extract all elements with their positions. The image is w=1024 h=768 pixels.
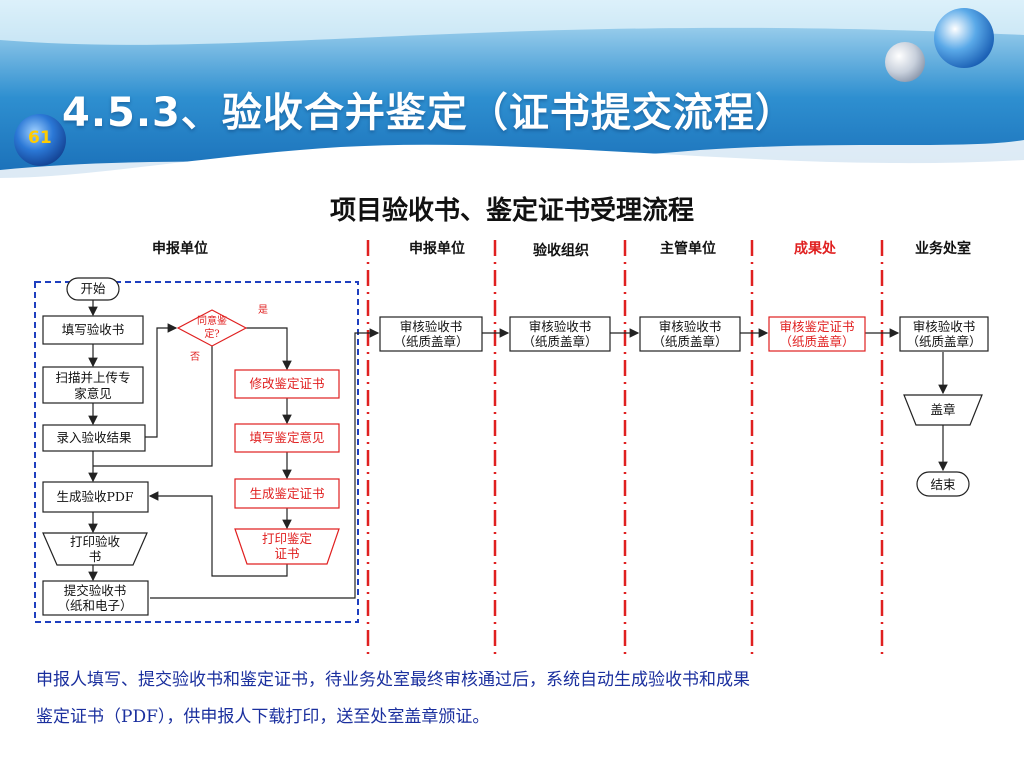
- lane-header-business-office: 业务处室: [915, 240, 971, 257]
- lane-separators: [366, 240, 884, 655]
- node-review-acceptance-org-seal: （纸质盖章）: [522, 334, 597, 349]
- node-decision: [176, 309, 248, 347]
- node-review-supervisor-label: 审核验收书: [659, 319, 722, 334]
- node-start: [66, 277, 120, 301]
- node-print-cert: [234, 528, 340, 565]
- node-review-applicant-label: 审核验收书: [400, 319, 463, 334]
- node-start-label: 开始: [80, 281, 106, 296]
- lane-header-applicant: 申报单位: [409, 240, 465, 257]
- node-modify-cert-label: 修改鉴定证书: [249, 376, 324, 391]
- node-print-book-label-1: 打印验收: [70, 534, 121, 549]
- lane-header-achievement-office: 成果处: [794, 240, 837, 257]
- caption: 申报人填写、提交验收书和鉴定证书，待业务处室最终审核通过后，系统自动生成验收书和…: [36, 662, 996, 736]
- node-submit-label-1: 提交验收书: [64, 583, 127, 598]
- node-stamp: [903, 394, 983, 426]
- node-fill-opinion: [234, 423, 340, 453]
- page-number-ball: [14, 114, 66, 166]
- node-scan-upload-label-2: 家意见: [74, 386, 112, 401]
- node-fill-book-label: 填写验收书: [62, 322, 125, 337]
- node-end-label: 结束: [930, 477, 956, 492]
- node-review-acceptance-org: [509, 316, 611, 352]
- node-end: [916, 471, 970, 497]
- node-print-cert-label-2: 证书: [274, 546, 299, 561]
- node-scan-upload: [42, 366, 144, 404]
- node-stamp-label: 盖章: [930, 402, 955, 417]
- page-number: 61: [28, 128, 52, 148]
- lane-header-applicant-main: 申报单位: [152, 240, 208, 257]
- applicant-process-boundary: [34, 281, 359, 623]
- node-fill-book: [42, 315, 144, 345]
- node-review-achievement-label: 审核鉴定证书: [779, 319, 854, 334]
- connectors: [88, 300, 948, 599]
- node-review-business: [899, 316, 989, 352]
- node-decision-label-1: 同意鉴: [197, 314, 227, 327]
- node-review-applicant-seal: （纸质盖章）: [393, 334, 468, 349]
- node-modify-cert: [234, 369, 340, 399]
- node-review-business-label: 审核验收书: [913, 319, 976, 334]
- node-print-cert-label-1: 打印鉴定: [262, 531, 312, 546]
- node-fill-opinion-label: 填写鉴定意见: [249, 430, 324, 445]
- node-gen-pdf-label: 生成验收PDF: [56, 489, 133, 504]
- node-gen-cert-label: 生成鉴定证书: [249, 486, 324, 501]
- node-gen-pdf: [42, 481, 149, 513]
- flow-diagram: 申报单位 申报单位 验收组织 主管单位 成果处 业务处室: [34, 240, 989, 655]
- decor-ball-blue: [934, 8, 994, 68]
- node-print-book: [42, 532, 148, 566]
- node-gen-cert: [234, 478, 340, 509]
- node-review-acceptance-org-label: 审核验收书: [529, 319, 592, 334]
- lane-header-acceptance-org: 验收组织: [533, 242, 589, 259]
- decision-no-label: 否: [190, 351, 200, 363]
- diagram-title: 项目验收书、鉴定证书受理流程: [329, 196, 694, 226]
- node-review-supervisor-seal: （纸质盖章）: [652, 334, 727, 349]
- decor-ball-grey: [885, 42, 925, 82]
- node-scan-upload-label-1: 扫描并上传专: [55, 370, 130, 385]
- decision-yes-label: 是: [258, 304, 268, 316]
- caption-line-1: 申报人填写、提交验收书和鉴定证书，待业务处室最终审核通过后，系统自动生成验收书和…: [36, 670, 750, 690]
- node-review-business-seal: （纸质盖章）: [906, 334, 981, 349]
- node-print-book-label-2: 书: [89, 549, 102, 564]
- header-background: [0, 0, 1024, 180]
- node-review-achievement: [768, 316, 866, 352]
- node-submit-label-2: （纸和电子）: [57, 598, 132, 613]
- caption-line-2: 鉴定证书（PDF），供申报人下载打印，送至处室盖章颁证。: [36, 707, 490, 727]
- node-review-supervisor: [639, 316, 741, 352]
- node-enter-result-label: 录入验收结果: [56, 430, 132, 445]
- node-review-achievement-seal: （纸质盖章）: [779, 334, 854, 349]
- slide-header: 61 4.5.3、验收合并鉴定（证书提交流程）: [0, 0, 1024, 180]
- node-enter-result: [42, 424, 146, 452]
- node-review-applicant: [379, 316, 483, 352]
- node-submit: [42, 580, 149, 616]
- node-decision-label-2: 定?: [204, 327, 219, 340]
- lane-header-supervisor: 主管单位: [660, 240, 716, 257]
- slide-title: 4.5.3、验收合并鉴定（证书提交流程）: [62, 90, 796, 136]
